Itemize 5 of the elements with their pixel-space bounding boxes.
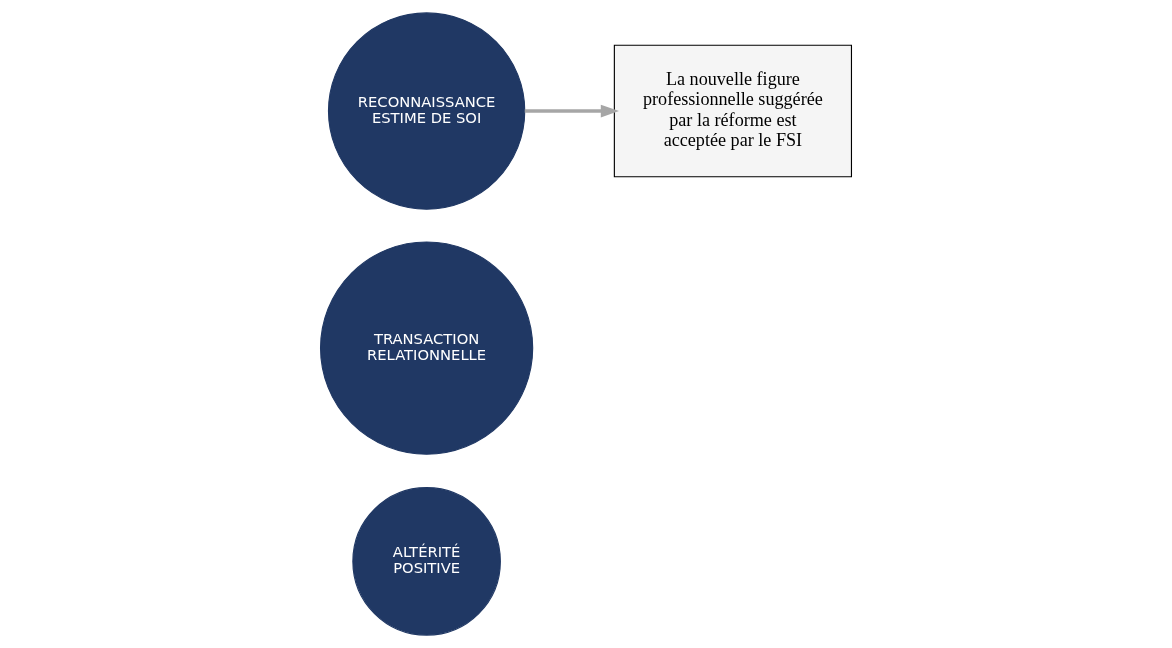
node-circle: RECONNAISSANCE ESTIME DE SOI xyxy=(327,12,526,210)
node-circle: ALTÉRITÉ POSITIVE xyxy=(352,487,501,636)
node-box: La nouvelle figure professionnelle suggérée par la réforme est acceptée par le FSI xyxy=(613,44,853,178)
node-circle: TRANSACTION RELATIONNELLE xyxy=(319,241,534,455)
arrow xyxy=(524,104,619,118)
